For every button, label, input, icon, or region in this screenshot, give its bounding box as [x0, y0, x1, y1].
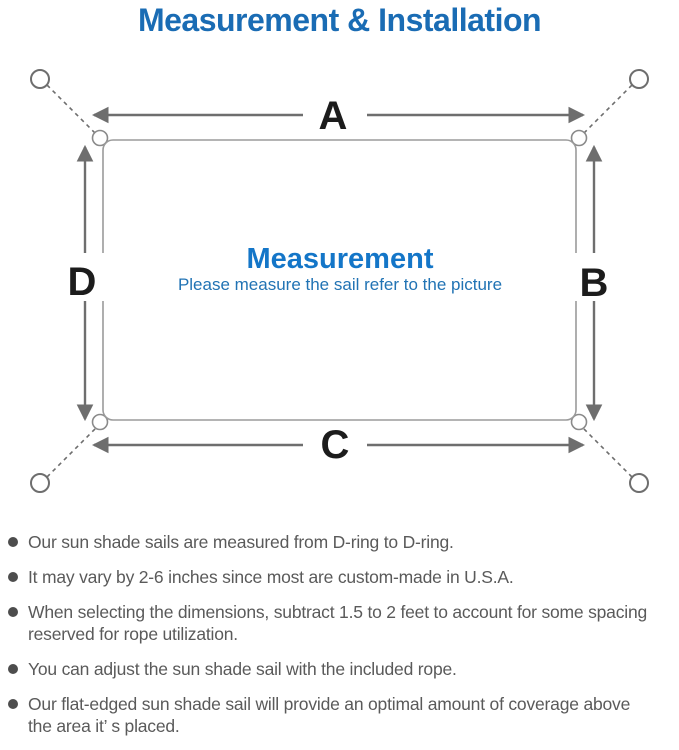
d-ring-bottom-right	[570, 413, 588, 431]
label-gaps	[62, 93, 616, 467]
note-text: Our flat-edged sun shade sail will provi…	[28, 694, 631, 736]
dim-label-a: A	[319, 94, 348, 138]
note-text: Our sun shade sails are measured from D-…	[28, 532, 454, 552]
list-item: When selecting the dimensions, subtract …	[8, 601, 679, 645]
anchor-circle-bottom-left	[30, 473, 50, 493]
bullet-icon	[8, 607, 18, 617]
note-text: When selecting the dimensions, subtract …	[28, 602, 648, 644]
anchor-circle-top-right	[629, 69, 649, 89]
dim-label-d: D	[68, 260, 97, 304]
d-ring-top-left	[91, 129, 109, 147]
bullet-icon	[8, 699, 18, 709]
guy-line-bottom-left	[46, 427, 97, 478]
list-item: It may vary by 2-6 inches since most are…	[8, 566, 679, 588]
note-text: You can adjust the sun shade sail with t…	[28, 659, 457, 679]
d-ring-bottom-left	[91, 413, 109, 431]
bullet-icon	[8, 664, 18, 674]
measurement-diagram: A C D B Measurement Please measure the s…	[30, 69, 649, 493]
guy-line-bottom-right	[582, 427, 633, 478]
page-title: Measurement & Installation	[137, 2, 542, 38]
note-text: It may vary by 2-6 inches since most are…	[28, 567, 514, 587]
dim-label-b: B	[580, 261, 609, 305]
list-item: Our sun shade sails are measured from D-…	[8, 531, 679, 553]
diagram-center-subtext: Please measure the sail refer to the pic…	[178, 275, 502, 294]
dim-label-c: C	[321, 423, 350, 467]
anchor-points	[30, 69, 649, 493]
anchor-circle-bottom-right	[629, 473, 649, 493]
list-item: Our flat-edged sun shade sail will provi…	[8, 693, 679, 737]
guy-line-top-left	[46, 84, 97, 135]
list-item: You can adjust the sun shade sail with t…	[8, 658, 679, 680]
diagram-center-heading: Measurement	[247, 243, 434, 275]
d-rings	[91, 129, 588, 431]
bullet-icon	[8, 572, 18, 582]
guy-lines	[46, 84, 633, 478]
bullet-icon	[8, 537, 18, 547]
anchor-circle-top-left	[30, 69, 50, 89]
guy-line-top-right	[582, 84, 633, 135]
d-ring-top-right	[570, 129, 588, 147]
notes-list: Our sun shade sails are measured from D-…	[8, 524, 679, 750]
